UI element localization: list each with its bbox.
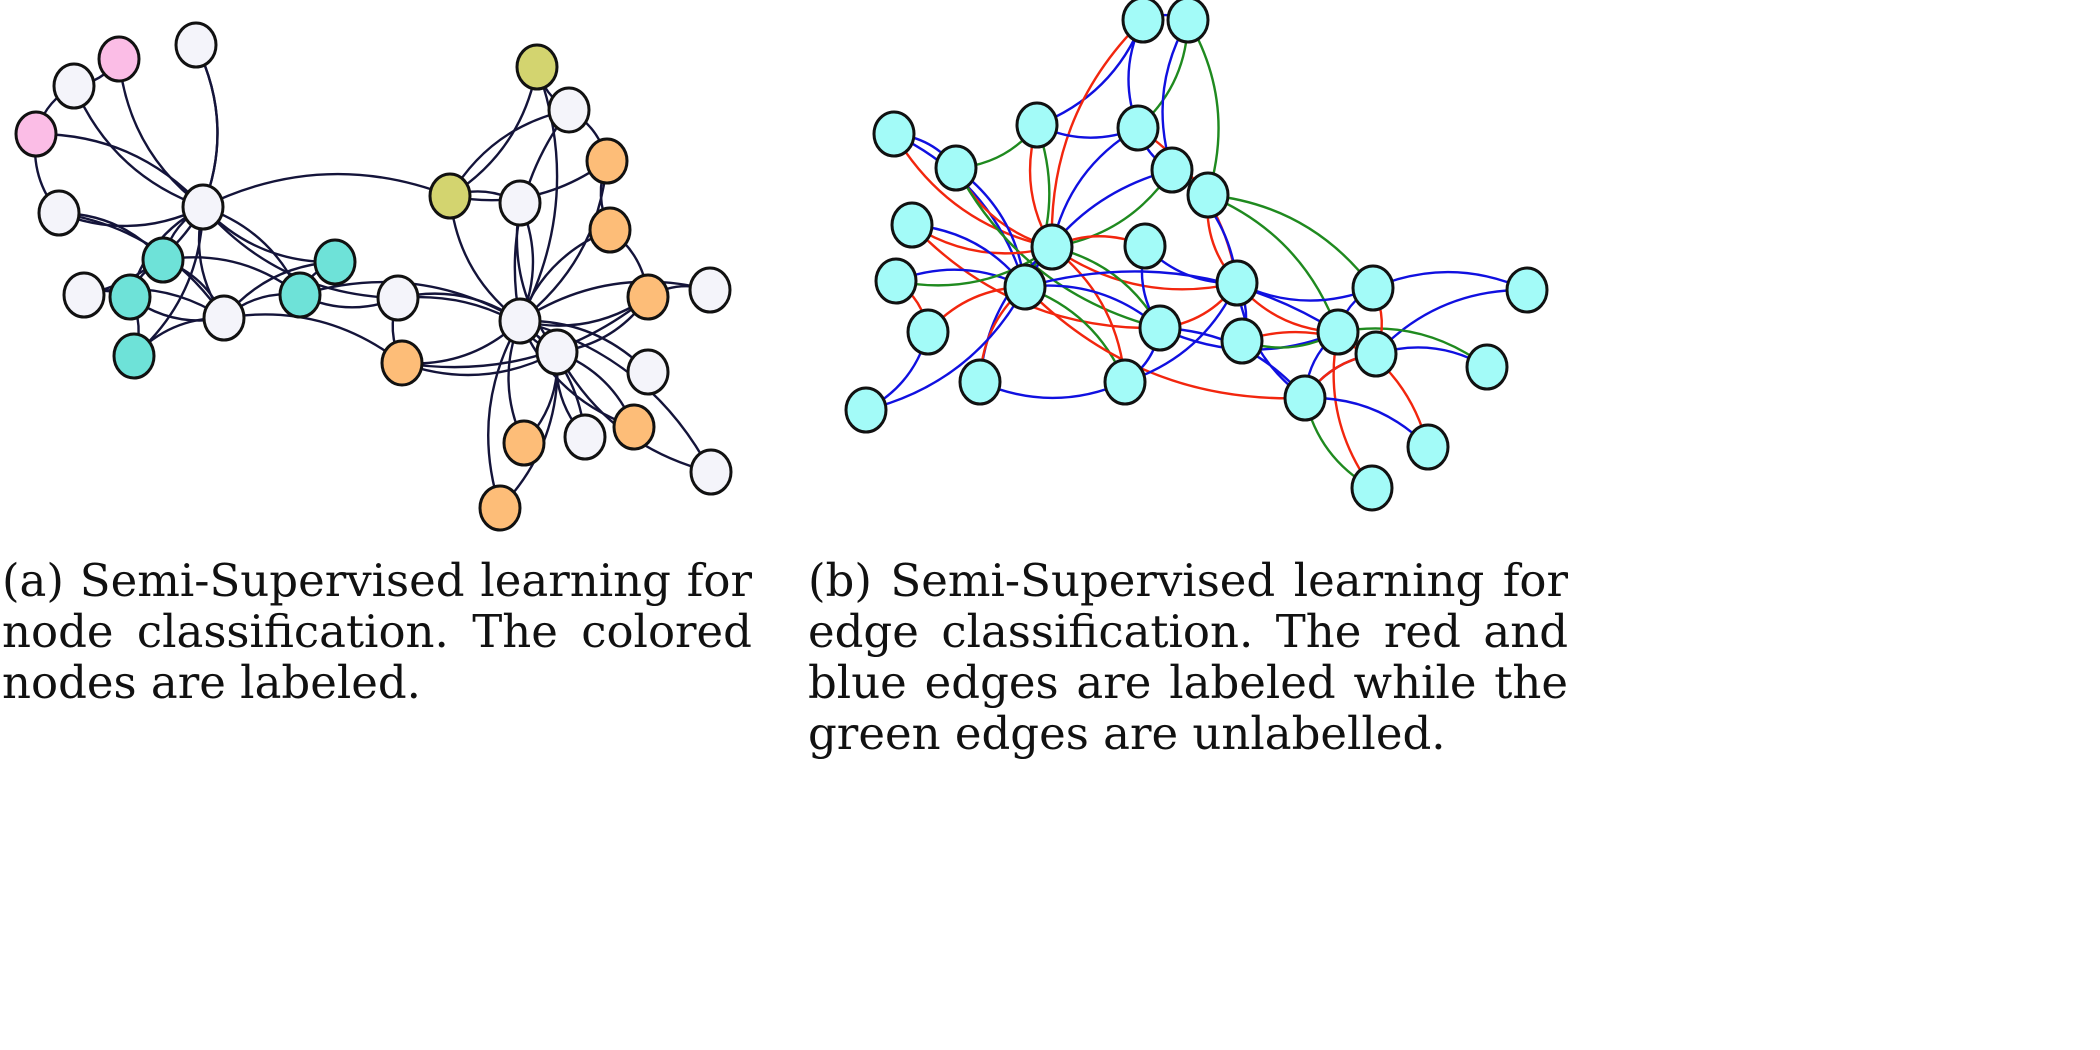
graph-b-node	[1406, 423, 1450, 471]
caption-a-line: node classification. The colored	[2, 605, 752, 658]
graph-a-node	[141, 236, 185, 284]
graph-a-node	[108, 273, 152, 321]
graph-b-node	[1505, 266, 1549, 314]
graph-a-edge	[202, 172, 451, 209]
graph-a-node	[174, 21, 218, 69]
caption-a-line: (a) Semi-Supervised learning for	[2, 554, 752, 607]
graph-b-edge	[1023, 168, 1173, 288]
graph-b-edge	[1207, 193, 1374, 289]
graph-b-edge	[1024, 286, 1306, 400]
graph-a-node	[585, 137, 629, 185]
graph-a-edge	[35, 132, 204, 208]
graph-a-node	[626, 273, 670, 321]
graph-b-node	[1351, 264, 1395, 312]
graph-b-node	[1186, 171, 1230, 219]
graph-b-node	[958, 358, 1002, 406]
graph-a-node	[688, 266, 732, 314]
graph-a-node	[498, 297, 542, 345]
caption-b-line: (b) Semi-Supervised learning for	[808, 554, 1568, 607]
graph-a-node	[535, 328, 579, 376]
graph-b-node	[874, 257, 918, 305]
graph-a-node	[380, 339, 424, 387]
graph-a-node	[202, 294, 246, 342]
graph-a-node	[689, 448, 733, 496]
graph-b-node	[1103, 358, 1147, 406]
graph-a-node	[52, 62, 96, 110]
graph-a-node	[313, 238, 357, 286]
graph-a-node	[62, 271, 106, 319]
graph-a-node	[376, 274, 420, 322]
graph-b-edge	[1050, 19, 1144, 248]
graph-a-node	[515, 43, 559, 91]
graph-b-node	[934, 144, 978, 192]
graph-b-node	[1003, 263, 1047, 311]
graph-a-node	[14, 110, 58, 158]
graph-b-node	[890, 201, 934, 249]
graph-a-edge	[223, 313, 403, 364]
graph-b-node	[872, 110, 916, 158]
graph-b-node	[1220, 317, 1264, 365]
graph-a-node	[612, 403, 656, 451]
graph-b-edge	[1372, 270, 1528, 292]
graph-b-node	[844, 386, 888, 434]
graph-b-edge	[1207, 193, 1340, 333]
graph-b-node	[1316, 308, 1360, 356]
node-classification-graph	[14, 21, 733, 532]
graph-a-node	[428, 172, 472, 220]
graph-b-edge	[1051, 246, 1238, 291]
graph-a-node	[37, 189, 81, 237]
caption-b: (b) Semi-Supervised learning for edge cl…	[808, 555, 1568, 759]
graph-a-node	[181, 183, 225, 231]
graph-b-node	[906, 308, 950, 356]
graph-a-edge	[117, 58, 204, 208]
caption-a: (a) Semi-Supervised learning for node cl…	[2, 555, 752, 708]
graph-b-node	[1350, 464, 1394, 512]
graph-b-node	[1123, 222, 1167, 270]
graph-a-node	[112, 332, 156, 380]
graph-b-node	[1121, 0, 1165, 44]
graph-b-node	[1354, 330, 1398, 378]
graph-b-node	[1150, 146, 1194, 194]
graph-a-edge	[519, 280, 711, 323]
graph-a-node	[547, 86, 591, 134]
graph-b-node	[1030, 223, 1074, 271]
graph-a-node	[478, 484, 522, 532]
graph-b-edge	[1024, 270, 1339, 334]
graph-b-node	[1166, 0, 1210, 44]
graph-a-node	[498, 179, 542, 227]
graph-b-node	[1465, 343, 1509, 391]
graph-b-node	[1138, 304, 1182, 352]
caption-b-line: edge classification. The red and	[808, 605, 1568, 658]
graph-a-node	[278, 271, 322, 319]
graph-a-node	[588, 206, 632, 254]
caption-a-line: nodes are labeled.	[2, 656, 421, 709]
graph-b-edge	[979, 380, 1126, 400]
graph-a-node	[97, 35, 141, 83]
graph-b-edge	[892, 133, 1053, 249]
graph-b-node	[1015, 101, 1059, 149]
graph-a-node	[626, 348, 670, 396]
edge-classification-graph	[844, 0, 1549, 512]
graph-a-edge	[401, 296, 649, 369]
graph-a-edge	[194, 44, 219, 208]
graph-b-node	[1215, 259, 1259, 307]
graph-b-edge	[954, 167, 1161, 330]
graph-diagrams	[14, 0, 1549, 532]
graph-b-node	[1283, 374, 1327, 422]
caption-b-line: blue edges are labeled while the	[808, 656, 1568, 709]
graph-a-node	[563, 413, 607, 461]
graph-b-node	[1116, 104, 1160, 152]
caption-b-line: green edges are unlabelled.	[808, 707, 1446, 760]
graph-a-node	[502, 419, 546, 467]
graph-b-edge	[865, 286, 1027, 412]
graph-b-edge	[893, 132, 1027, 288]
graph-a-edge	[487, 320, 522, 509]
